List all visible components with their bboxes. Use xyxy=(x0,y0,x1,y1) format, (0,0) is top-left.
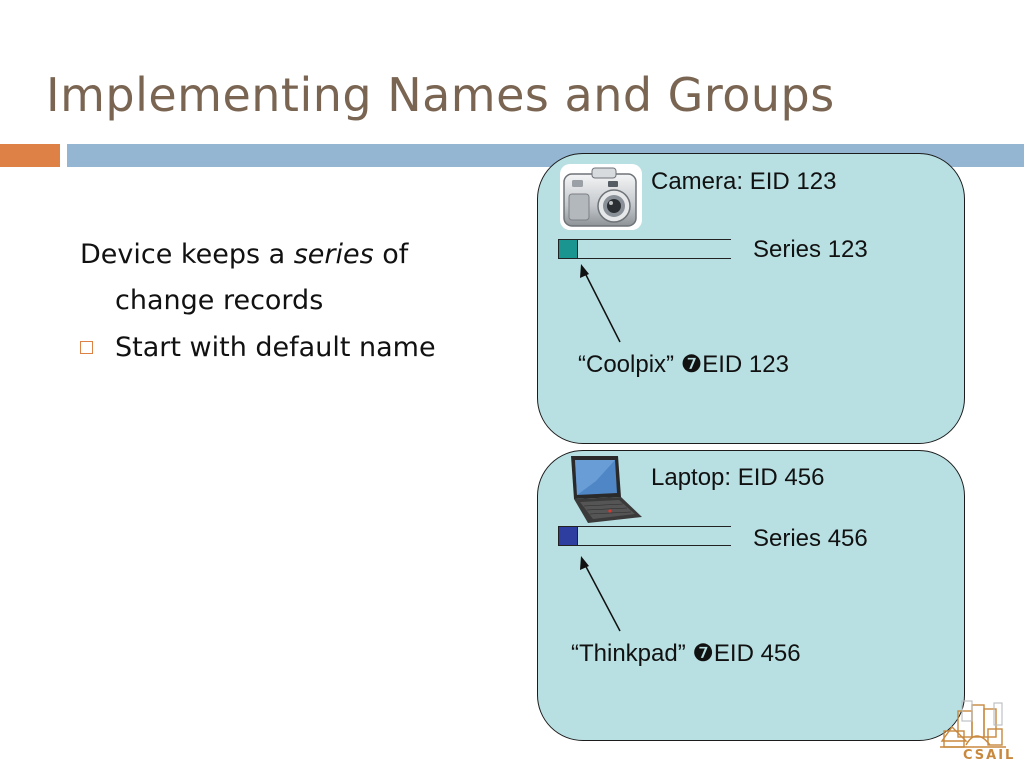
laptop-icon xyxy=(566,453,646,529)
series-bar-bottom-line xyxy=(578,257,731,259)
slide-title: Implementing Names and Groups xyxy=(46,68,835,122)
series-bar xyxy=(558,526,731,546)
laptop-panel: Laptop: EID 456 Series 456 “Thinkpad” ❼E… xyxy=(537,450,965,741)
paragraph-text-start: Device keeps a xyxy=(80,239,294,270)
series-bar xyxy=(558,239,731,259)
bullet-item: Start with default name xyxy=(80,332,520,363)
camera-heading: Camera: EID 123 xyxy=(651,168,837,195)
camera-icon xyxy=(560,164,642,234)
series-cell xyxy=(558,239,578,259)
bullet-text: Start with default name xyxy=(115,332,436,363)
paragraph-line-2: change records xyxy=(115,285,324,316)
bullet-square-icon xyxy=(80,341,93,354)
series-cell xyxy=(558,526,578,546)
change-record: “Coolpix” ❼EID 123 xyxy=(578,351,789,378)
camera-panel: Camera: EID 123 Series 123 “Coolpix” ❼EI… xyxy=(537,153,965,444)
title-rule-accent xyxy=(0,144,60,167)
body-text: Device keeps a series of change records … xyxy=(80,232,520,363)
series-bar-top-line xyxy=(578,239,731,241)
series-bar-top-line xyxy=(578,526,731,528)
series-label: Series 123 xyxy=(753,236,868,263)
series-label: Series 456 xyxy=(753,525,868,552)
paragraph-emphasis: series xyxy=(293,239,374,270)
change-record: “Thinkpad” ❼EID 456 xyxy=(571,640,801,667)
csail-logo-text: CSAIL xyxy=(963,748,1016,763)
paragraph-series: Device keeps a series of change records xyxy=(80,232,520,324)
series-bar-bottom-line xyxy=(578,544,731,546)
paragraph-text-end: of xyxy=(373,239,409,270)
csail-logo-icon xyxy=(940,700,1006,748)
laptop-heading: Laptop: EID 456 xyxy=(651,464,825,491)
